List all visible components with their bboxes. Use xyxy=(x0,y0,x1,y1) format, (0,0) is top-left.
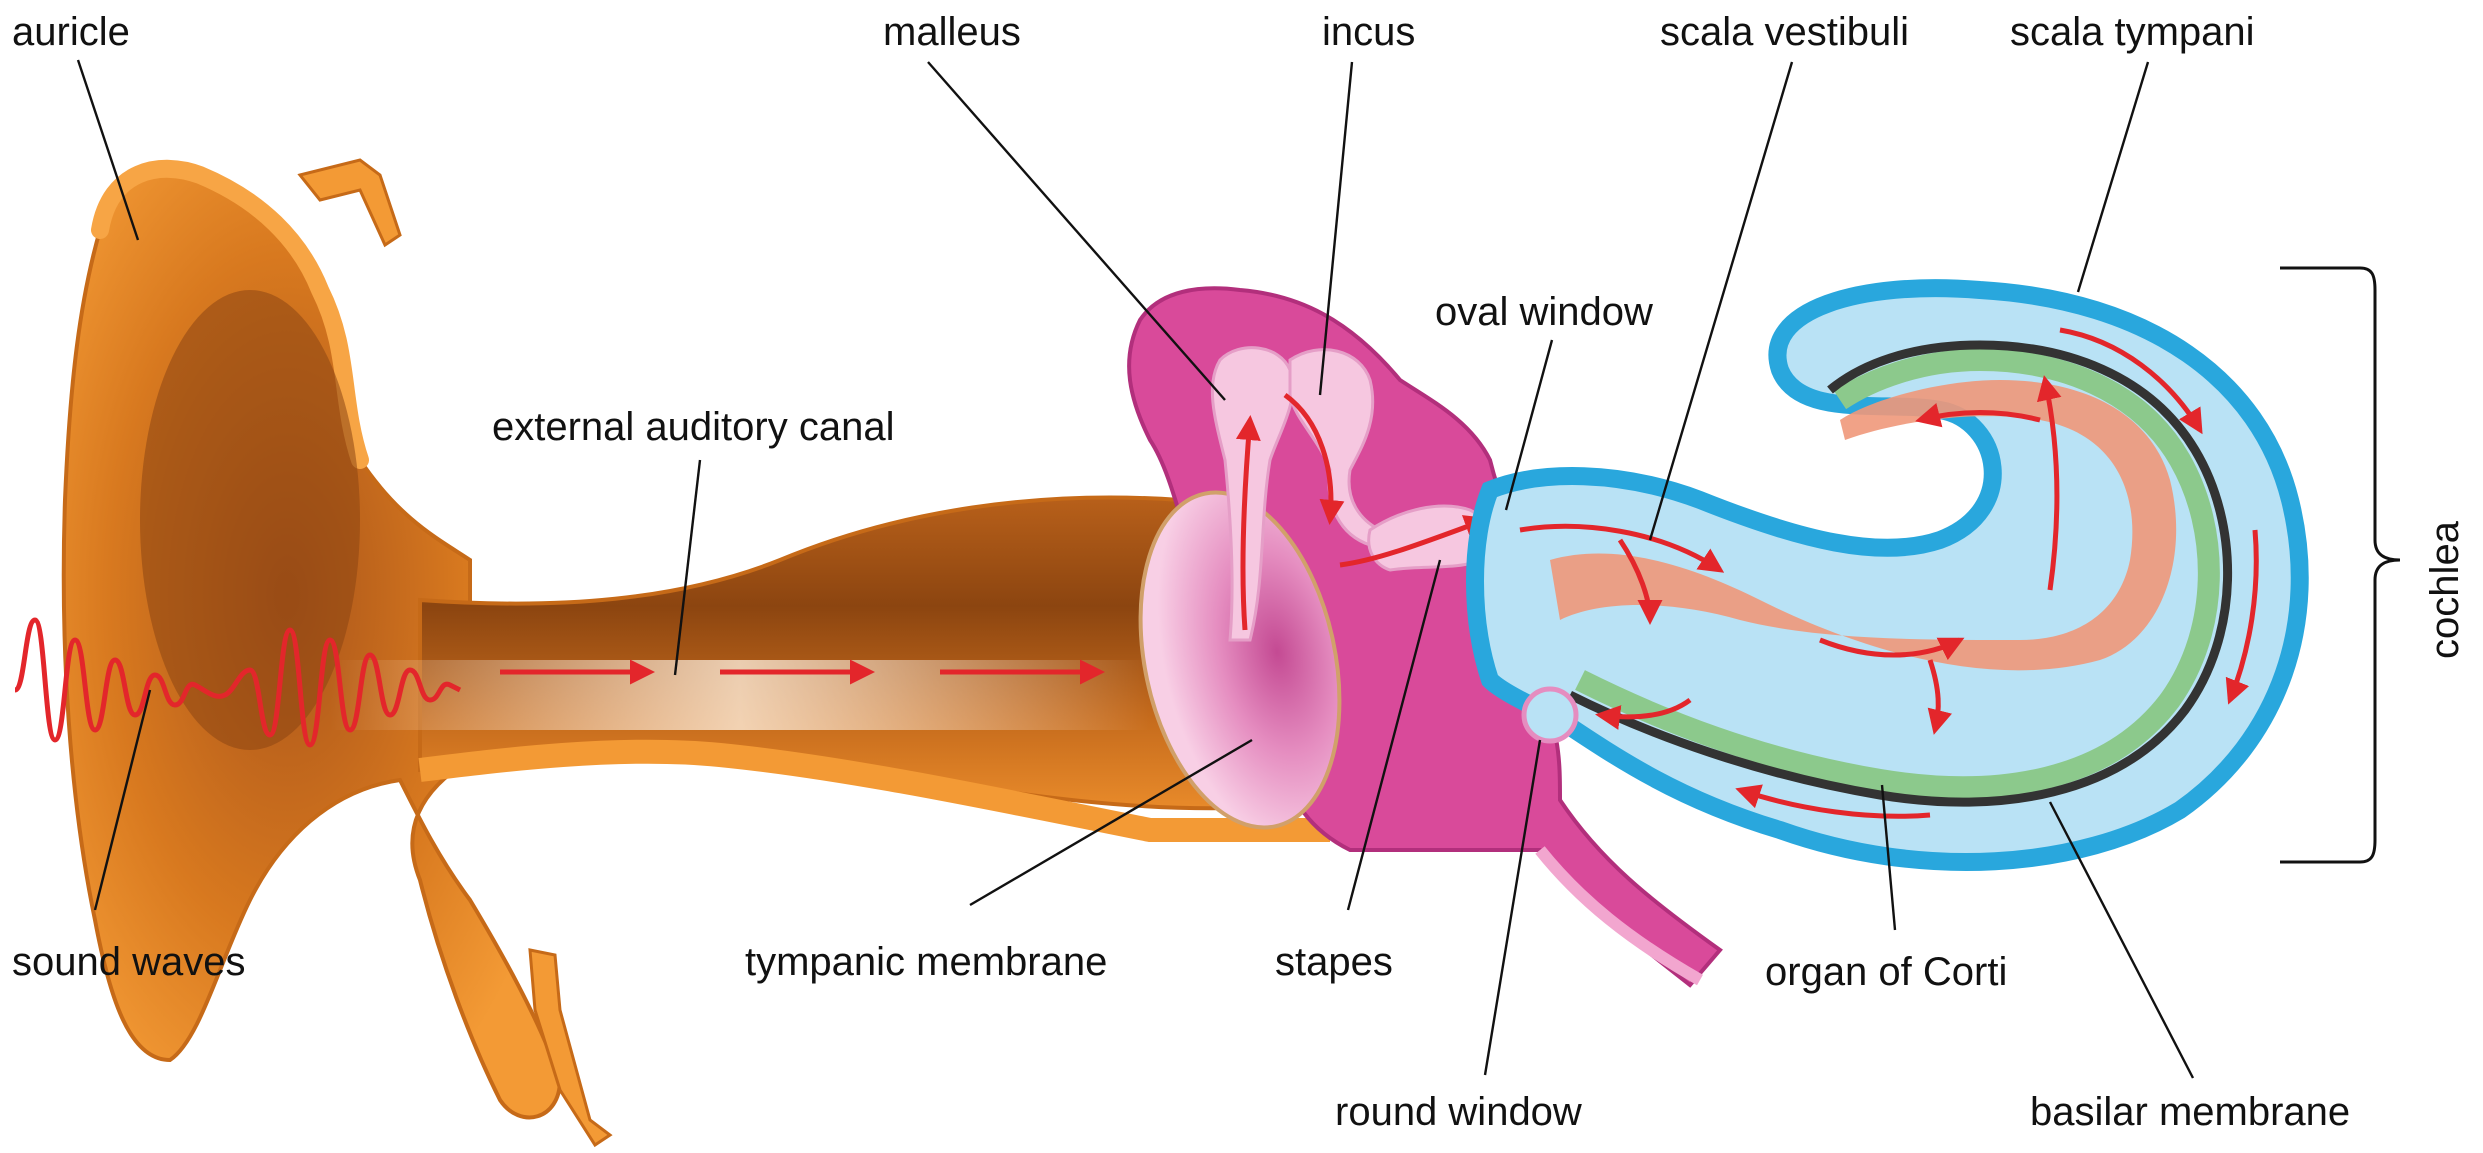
label-oval-window: oval window xyxy=(1435,290,1653,334)
label-stapes: stapes xyxy=(1275,940,1393,984)
label-incus: incus xyxy=(1322,10,1415,54)
label-sound-waves: sound waves xyxy=(12,940,245,984)
round-window-shape xyxy=(1524,689,1576,741)
leader-malleus xyxy=(928,62,1225,400)
helix-flap-top xyxy=(300,160,400,245)
label-malleus: malleus xyxy=(883,10,1021,54)
label-cochlea: cochlea xyxy=(2423,520,2467,659)
label-auricle: auricle xyxy=(12,10,130,54)
label-scala-tympani: scala tympani xyxy=(2010,10,2255,54)
label-external-auditory-canal: external auditory canal xyxy=(492,405,894,449)
leader-scala-tympani xyxy=(2078,62,2148,292)
label-scala-vestibuli: scala vestibuli xyxy=(1660,10,1909,54)
label-tympanic-membrane: tympanic membrane xyxy=(745,940,1107,984)
cochlea xyxy=(1475,288,2300,862)
label-organ-of-corti: organ of Corti xyxy=(1765,950,2007,994)
leader-scala-vestibuli xyxy=(1650,62,1792,540)
label-round-window: round window xyxy=(1335,1090,1582,1134)
label-basilar-membrane: basilar membrane xyxy=(2030,1090,2350,1134)
concha xyxy=(140,290,360,750)
